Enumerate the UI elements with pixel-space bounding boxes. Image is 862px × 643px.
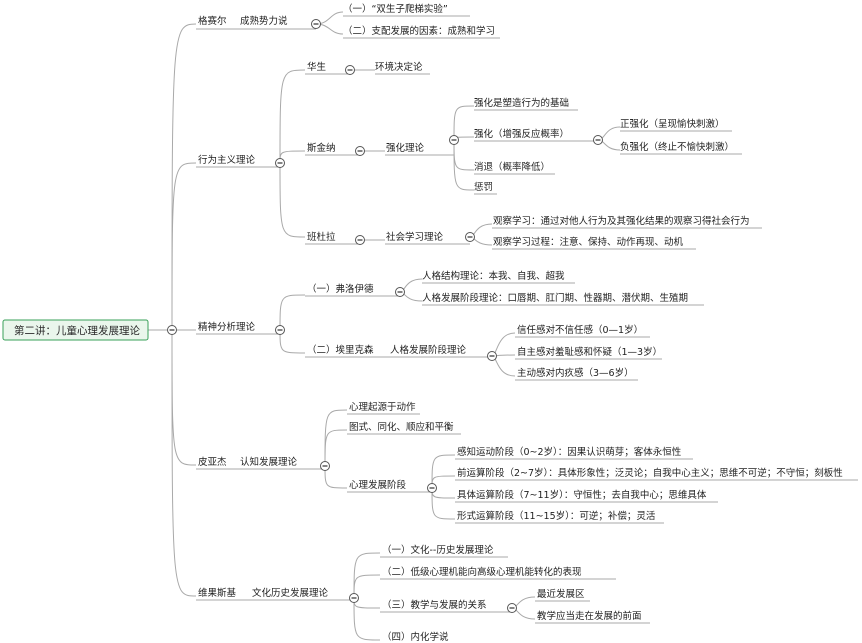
node-watson[interactable]: 华生 [307, 61, 327, 73]
node-skinner-item-4[interactable]: 惩罚 [474, 181, 493, 193]
node-erikson-item-3[interactable]: 主动感对内疚感（3—6岁） [517, 367, 634, 379]
node-piaget[interactable]: 皮亚杰 [198, 456, 227, 468]
node-watson-theory[interactable]: 环境决定论 [375, 61, 423, 73]
collapse-toggle-erikson[interactable] [487, 351, 497, 361]
node-piaget-stage-3[interactable]: 具体运算阶段（7~11岁）：守恒性；去自我中心；思维具体 [457, 489, 707, 501]
node-bandura-item-2[interactable]: 观察学习过程：注意、保持、动作再现、动机 [493, 236, 684, 248]
collapse-toggle-piaget[interactable] [320, 461, 330, 471]
node-vygotsky-item-3[interactable]: （三）教学与发展的关系 [382, 599, 487, 611]
collapse-toggle-reinforcement-theory[interactable] [449, 135, 459, 145]
node-skinner[interactable]: 斯金纳 [307, 142, 336, 154]
collapse-toggle-vygotsky[interactable] [349, 593, 359, 603]
collapse-toggle-reinforcement[interactable] [593, 135, 603, 145]
node-gesell-item-1[interactable]: （一）“双生子爬梯实验” [343, 3, 448, 15]
node-piaget-item-1[interactable]: 心理起源于动作 [349, 401, 416, 413]
node-piaget-item-3[interactable]: 心理发展阶段 [349, 479, 407, 491]
collapse-toggle-teaching-development[interactable] [507, 603, 517, 613]
collapse-toggles [167, 19, 603, 613]
collapse-toggle-piaget-stages[interactable] [427, 483, 437, 493]
collapse-toggle-watson[interactable] [345, 65, 355, 75]
node-skinner-sub-1[interactable]: 正强化（呈现愉快刺激） [620, 118, 725, 130]
node-freud-item-1[interactable]: 人格结构理论：本我、自我、超我 [422, 270, 565, 282]
node-vygotsky-theory[interactable]: 文化历史发展理论 [252, 587, 329, 599]
collapse-toggle-psychoanalysis[interactable] [275, 325, 285, 335]
node-vygotsky-item-4[interactable]: （四）内化学说 [382, 631, 449, 643]
node-skinner-theory[interactable]: 强化理论 [386, 142, 425, 154]
node-piaget-stage-4[interactable]: 形式运算阶段（11~15岁）：可逆；补偿；灵活 [457, 510, 656, 522]
node-behaviorism[interactable]: 行为主义理论 [198, 154, 256, 166]
root-node[interactable]: 第二讲：儿童心理发展理论 [2, 319, 149, 341]
node-bandura[interactable]: 班杜拉 [307, 231, 336, 243]
node-piaget-stage-2[interactable]: 前运算阶段（2~7岁）：具体形象性；泛灵论；自我中心主义；思维不可逆；不守恒；刻… [457, 467, 843, 479]
root-node-label: 第二讲：儿童心理发展理论 [14, 324, 140, 337]
collapse-toggle-bandura[interactable] [355, 235, 365, 245]
node-gesell[interactable]: 格赛尔 [198, 15, 227, 27]
collapse-toggle-gesell[interactable] [311, 19, 321, 29]
node-psychoanalysis[interactable]: 精神分析理论 [198, 321, 256, 333]
node-freud-item-2[interactable]: 人格发展阶段理论：口唇期、肛门期、性器期、潜伏期、生殖期 [422, 292, 688, 304]
collapse-toggle-skinner[interactable] [355, 146, 365, 156]
node-erikson-theory[interactable]: 人格发展阶段理论 [390, 344, 467, 356]
node-labels: 格赛尔 成熟势力说 （一）“双生子爬梯实验” （二）支配发展的因素：成熟和学习 … [198, 3, 843, 643]
node-piaget-stage-1[interactable]: 感知运动阶段（0~2岁）：因果认识萌芽；客体永恒性 [457, 446, 682, 458]
node-gesell-theory[interactable]: 成熟势力说 [240, 15, 288, 27]
root-node-box [2, 319, 149, 341]
node-vygotsky[interactable]: 维果斯基 [198, 587, 237, 599]
node-piaget-item-2[interactable]: 图式、同化、顺应和平衡 [349, 421, 454, 433]
node-erikson[interactable]: （二）埃里克森 [307, 344, 374, 356]
node-vygotsky-sub-2[interactable]: 教学应当走在发展的前面 [537, 610, 642, 622]
node-vygotsky-item-2[interactable]: （二）低级心理机能向高级心理机能转化的表现 [382, 566, 582, 578]
node-skinner-item-1[interactable]: 强化是塑造行为的基础 [474, 97, 569, 109]
node-skinner-sub-2[interactable]: 负强化（终止不愉快刺激） [620, 141, 734, 153]
node-vygotsky-item-1[interactable]: （一）文化--历史发展理论 [382, 544, 494, 556]
node-erikson-item-2[interactable]: 自主感对羞耻感和怀疑（1—3岁） [517, 346, 662, 358]
node-bandura-theory[interactable]: 社会学习理论 [386, 231, 444, 243]
collapse-toggle-behaviorism[interactable] [275, 158, 285, 168]
node-freud[interactable]: （一）弗洛伊德 [307, 283, 374, 295]
node-skinner-item-2[interactable]: 强化（增强反应概率） [474, 128, 569, 140]
node-erikson-item-1[interactable]: 信任感对不信任感（0—1岁） [517, 324, 643, 336]
node-bandura-item-1[interactable]: 观察学习：通过对他人行为及其强化结果的观察习得社会行为 [493, 215, 750, 227]
collapse-toggle-social-learning[interactable] [465, 232, 475, 242]
collapse-toggle-root[interactable] [167, 325, 177, 335]
node-piaget-theory[interactable]: 认知发展理论 [240, 456, 298, 468]
node-skinner-item-3[interactable]: 消退（概率降低） [474, 161, 550, 173]
node-vygotsky-sub-1[interactable]: 最近发展区 [537, 588, 585, 600]
node-gesell-item-2[interactable]: （二）支配发展的因素：成熟和学习 [343, 25, 495, 37]
node-underlines [196, 15, 858, 624]
collapse-toggle-freud[interactable] [395, 287, 405, 297]
